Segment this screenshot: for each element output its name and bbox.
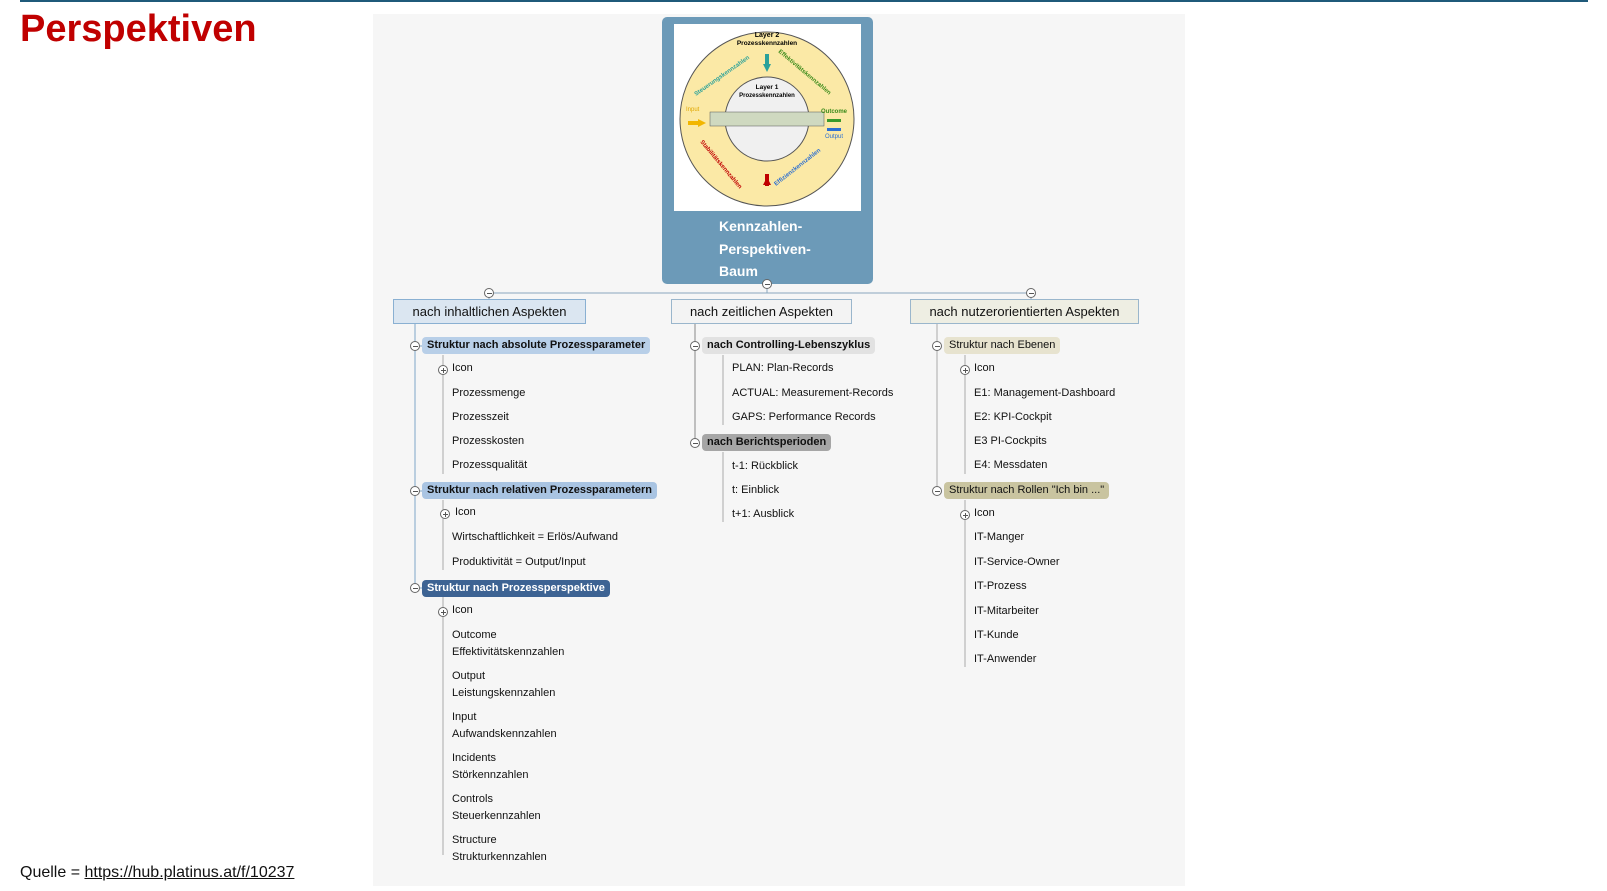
list-item[interactable]: t-1: Rückblick [732, 460, 799, 472]
collapse-icon[interactable] [410, 486, 420, 496]
list-item[interactable]: E2: KPI-Cockpit [974, 411, 1052, 423]
group-prozessperspektive[interactable]: Struktur nach Prozessperspektive [422, 580, 610, 597]
expand-icon[interactable] [960, 365, 970, 375]
group-rollen[interactable]: Struktur nach Rollen "Ich bin ..." [944, 482, 1110, 499]
collapse-root-icon[interactable] [762, 279, 772, 289]
source-link[interactable]: https://hub.platinus.at/f/10237 [84, 864, 295, 881]
layer2-title: Layer 2 [755, 32, 780, 39]
list-item[interactable]: Icon [452, 604, 473, 616]
list-item[interactable]: ACTUAL: Measurement-Records [732, 387, 894, 399]
list-item[interactable]: IT-Service-Owner [974, 556, 1060, 568]
branch-zeitlich[interactable]: nach zeitlichen Aspekten [671, 299, 852, 324]
kpi-layers-diagram-image: Layer 2 Prozesskennzahlen Layer 1 Prozes… [674, 24, 861, 211]
list-item[interactable]: IT-Prozess [974, 580, 1027, 592]
expand-icon[interactable] [438, 607, 448, 617]
list-item[interactable]: E1: Management-Dashboard [974, 387, 1116, 399]
collapse-icon[interactable] [690, 438, 700, 448]
expand-icon[interactable] [960, 510, 970, 520]
list-item[interactable]: E4: Messdaten [974, 459, 1048, 471]
group-ebenen[interactable]: Struktur nach Ebenen [944, 337, 1061, 354]
top-rule [20, 0, 1588, 2]
branch-inhaltlich[interactable]: nach inhaltlichen Aspekten [393, 299, 586, 324]
list-item[interactable]: Prozessmenge [452, 387, 526, 399]
group-controlling[interactable]: nach Controlling-Lebenszyklus [702, 337, 876, 354]
expand-icon[interactable] [440, 509, 450, 519]
collapse-branch-3-icon[interactable] [1026, 288, 1036, 298]
slide-title: Perspektiven [20, 8, 257, 50]
layer1-title: Layer 1 [756, 84, 779, 91]
list-item[interactable]: GAPS: Performance Records [732, 411, 876, 423]
list-item[interactable]: t: Einblick [732, 484, 780, 496]
list-item[interactable]: IT-Manger [974, 531, 1025, 543]
list-item[interactable]: IT-Anwender [974, 653, 1037, 665]
output-label: Output [825, 134, 843, 140]
list-item[interactable]: IT-Kunde [974, 629, 1019, 641]
layer2-sub: Prozesskennzahlen [737, 40, 797, 47]
list-item[interactable]: Produktivität = Output/Input [452, 556, 586, 568]
list-item[interactable]: Icon [974, 362, 995, 374]
group-absolute[interactable]: Struktur nach absolute Prozessparameter [422, 337, 651, 354]
list-item[interactable]: Icon [452, 362, 473, 374]
list-item[interactable]: E3 PI-Cockpits [974, 435, 1047, 447]
layer1-sub: Prozesskennzahlen [739, 93, 795, 99]
group-berichtsperioden[interactable]: nach Berichtsperioden [702, 434, 832, 451]
list-item[interactable]: IT-Mitarbeiter [974, 605, 1039, 617]
list-item[interactable]: t+1: Ausblick [732, 508, 795, 520]
collapse-icon[interactable] [932, 341, 942, 351]
root-label: Kennzahlen- Perspektiven- Baum [719, 218, 811, 279]
root-node[interactable]: Layer 2 Prozesskennzahlen Layer 1 Prozes… [662, 17, 873, 284]
collapse-icon[interactable] [410, 583, 420, 593]
source-prefix: Quelle = [20, 864, 85, 881]
list-item[interactable]: Prozessqualität [452, 459, 528, 471]
list-item[interactable]: Icon [974, 507, 995, 519]
list-item[interactable]: Prozesskosten [452, 435, 525, 447]
list-item[interactable]: Wirtschaftlichkeit = Erlös/Aufwand [452, 531, 618, 543]
collapse-branch-1-icon[interactable] [484, 288, 494, 298]
branch-nutzerorientiert[interactable]: nach nutzerorientierten Aspekten [910, 299, 1139, 324]
group-relativ[interactable]: Struktur nach relativen Prozessparameter… [422, 482, 657, 499]
expand-icon[interactable] [438, 365, 448, 375]
source-line: Quelle = https://hub.platinus.at/f/10237 [20, 864, 294, 882]
collapse-icon[interactable] [690, 341, 700, 351]
input-label: Input [686, 107, 700, 113]
outcome-label: Outcome [821, 109, 848, 115]
list-item[interactable]: PLAN: Plan-Records [732, 362, 834, 374]
list-item[interactable]: Icon [455, 506, 476, 518]
collapse-icon[interactable] [410, 341, 420, 351]
collapse-icon[interactable] [932, 486, 942, 496]
list-item[interactable]: Prozesszeit [452, 411, 509, 423]
